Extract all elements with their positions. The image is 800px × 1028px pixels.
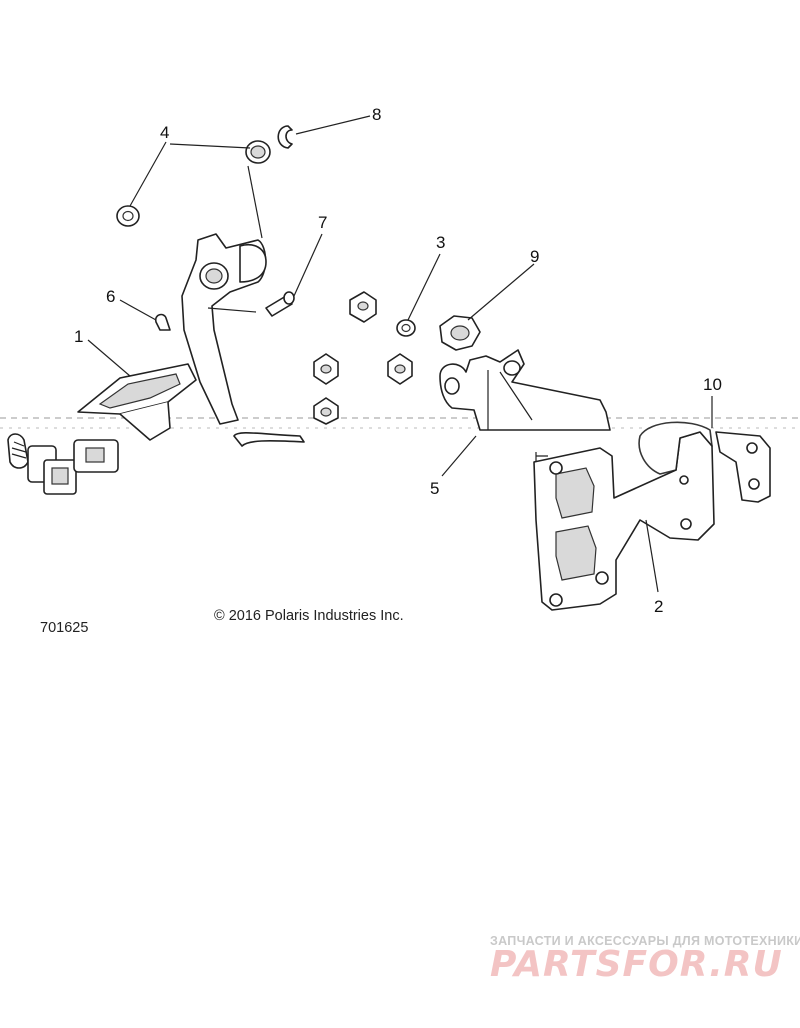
- callout-5: 5: [430, 479, 439, 498]
- part-10-side-bracket: [638, 421, 771, 503]
- part-5-mounting-bracket: [439, 349, 611, 431]
- part-1-pedal-pad: [77, 363, 197, 441]
- callout-6: 6: [106, 287, 115, 306]
- flange-nut-1: [349, 291, 377, 323]
- part-4-bushing-left: [116, 205, 140, 227]
- part-6-hairpin-clip: [154, 313, 171, 331]
- part-7-clevis-pin: [265, 291, 295, 317]
- parts-diagram: 1 2 3 4 5 6 7 8 9 10: [0, 105, 800, 616]
- leader-lines: [87, 115, 713, 593]
- callout-1: 1: [74, 327, 83, 346]
- callout-9: 9: [530, 247, 539, 266]
- flange-nut-3: [387, 353, 413, 385]
- copyright-notice: © 2016 Polaris Industries Inc.: [214, 608, 404, 624]
- watermark-logo: PARTSFOR.RU: [490, 944, 783, 985]
- part-8-e-clip: [277, 125, 293, 149]
- part-2-base-plate: [533, 431, 715, 611]
- part-4-bushing-right: [245, 140, 271, 164]
- callout-4: 4: [160, 123, 169, 142]
- flange-nut-2: [313, 353, 339, 385]
- part-3-washer: [396, 319, 416, 337]
- pedal-sensor-connector: [7, 433, 119, 495]
- part-9-hex-nut: [439, 315, 481, 351]
- flange-nut-4: [313, 397, 339, 425]
- callout-2: 2: [654, 597, 663, 616]
- callout-8: 8: [372, 105, 381, 124]
- pedal-arm-assembly: [181, 233, 305, 447]
- callout-3: 3: [436, 233, 445, 252]
- watermark-tagline: ЗАПЧАСТИ И АКСЕССУАРЫ ДЛЯ МОТОТЕХНИКИ: [490, 934, 800, 948]
- callout-10: 10: [703, 375, 722, 394]
- callout-7: 7: [318, 213, 327, 232]
- figure-id: 701625: [40, 620, 89, 636]
